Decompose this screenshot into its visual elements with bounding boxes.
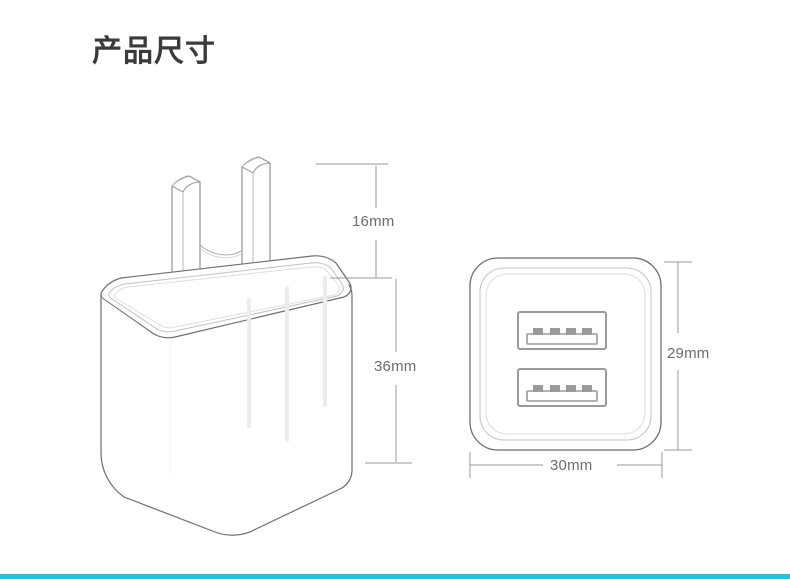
usb-port-bottom xyxy=(517,368,607,407)
front-bevel-ring-inner xyxy=(485,273,646,435)
adapter-left-edge xyxy=(100,293,125,498)
charger-front-view xyxy=(469,257,662,451)
page-title: 产品尺寸 xyxy=(92,34,216,69)
top-face-seam xyxy=(199,244,243,256)
dimension-16mm xyxy=(316,163,392,279)
usb-port-top xyxy=(517,311,607,350)
adapter-bottom-right-edge xyxy=(255,469,353,530)
charger-isometric-view xyxy=(100,156,353,536)
dimension-label-front-height: 29mm xyxy=(667,345,710,362)
adapter-left-face xyxy=(101,296,170,516)
dimension-36mm xyxy=(365,279,412,464)
adapter-top-face xyxy=(100,255,352,339)
bottom-accent-bar xyxy=(0,574,790,579)
dimension-label-body-height: 36mm xyxy=(374,358,417,375)
adapter-right-edge xyxy=(348,284,353,471)
dimension-29mm xyxy=(664,261,692,451)
adapter-bottom-left-edge xyxy=(123,496,257,536)
dimension-label-prong-height: 16mm xyxy=(352,213,395,230)
front-outer-body xyxy=(469,257,662,451)
dimension-label-front-width: 30mm xyxy=(550,457,593,474)
dimension-30mm xyxy=(469,452,663,478)
adapter-surface-highlights xyxy=(247,276,327,442)
top-face-seam-secondary xyxy=(199,247,243,259)
front-bevel-ring-outer xyxy=(479,267,652,441)
